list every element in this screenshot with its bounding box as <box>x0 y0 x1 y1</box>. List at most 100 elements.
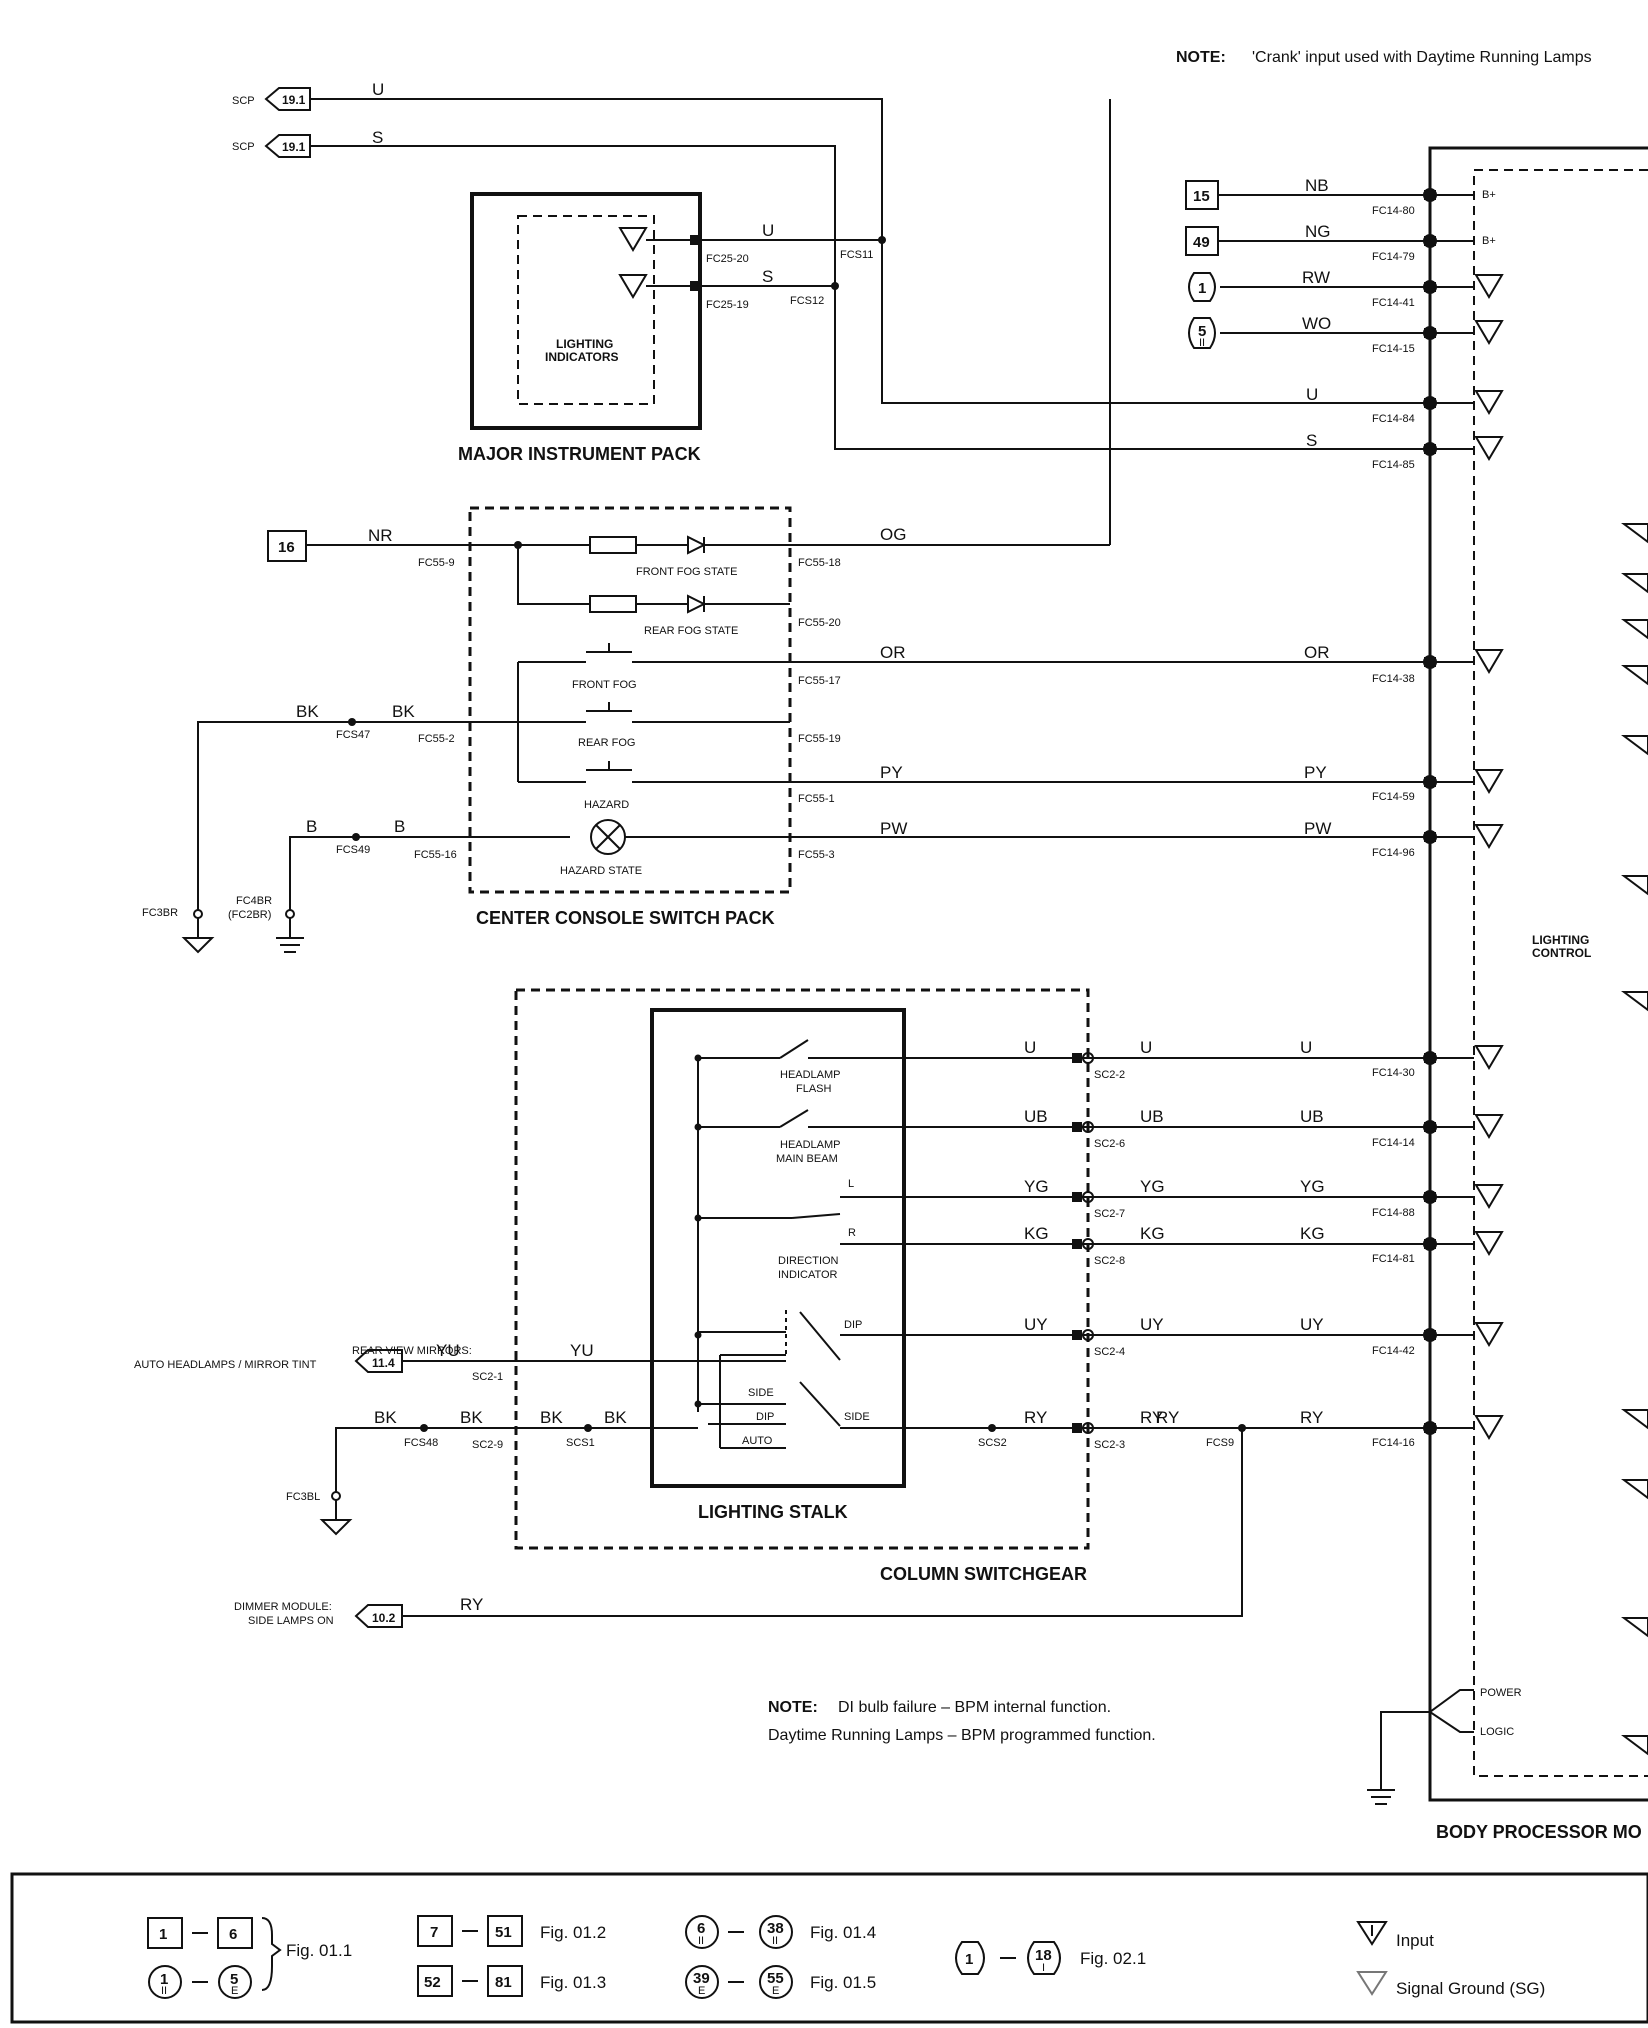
connector-sc2-6: SC2-6 <box>1094 1138 1125 1150</box>
rear-fog-state-wire-a <box>517 545 590 605</box>
connector-sc2-3: SC2-3 <box>1094 1439 1125 1451</box>
connector-pin-5 <box>1072 1423 1082 1433</box>
legend-b2-sub: E <box>231 1985 238 1997</box>
connector-ring-2 <box>1082 1191 1094 1203</box>
connector-scs2: SCS2 <box>978 1437 1007 1449</box>
headlamp-main-label-2: MAIN BEAM <box>776 1153 838 1165</box>
front-fog-label: FRONT FOG <box>572 679 637 691</box>
bpm-output-icon-9 <box>1621 1617 1648 1638</box>
bpm-inner-outline <box>1473 169 1648 1777</box>
lighting-stalk-box <box>650 1008 906 1488</box>
connector-pin-fc25-20 <box>690 235 700 245</box>
connector-fc3bl: FC3BL <box>286 1491 320 1503</box>
wire-label-rw: RW <box>1302 268 1330 287</box>
connector-pin-4 <box>1072 1330 1082 1340</box>
switch-side <box>799 1381 841 1427</box>
rear-fog-state-label: REAR FOG STATE <box>644 625 738 637</box>
connector-ring-0 <box>1082 1052 1094 1064</box>
connector-fc14-15: FC14-15 <box>1372 343 1415 355</box>
bpm-input-icon-1 <box>1474 320 1504 345</box>
bpm-output-icon-4 <box>1621 735 1648 756</box>
legend-e2-sub: II <box>772 1935 778 1947</box>
legend-b1-sub: II <box>161 1985 167 1997</box>
wire-label-yg3: YG <box>1300 1177 1325 1196</box>
wire-label-pw1: PW <box>880 819 907 838</box>
wire-label-ry1: RY <box>1024 1408 1047 1427</box>
wire-label-nr: NR <box>368 526 393 545</box>
bpm-title: BODY PROCESSOR MO <box>1436 1822 1642 1842</box>
legend: 1 6 1 II 5 E Fig. 01.1 7 51 Fig. 01.2 52… <box>10 1872 1648 2024</box>
wire-label-pw2: PW <box>1304 819 1331 838</box>
legend-circle-b1 <box>148 1965 182 1999</box>
front-fog-state-label: FRONT FOG STATE <box>636 566 737 578</box>
connector-sc2-1: SC2-1 <box>472 1371 503 1383</box>
resistor-rear-fog <box>589 595 637 613</box>
bpm-input-icon-2 <box>1474 390 1504 415</box>
legend-box-d2 <box>487 1965 523 1997</box>
wire-label-og: OG <box>880 525 906 544</box>
stalk-node-4 <box>694 1400 702 1408</box>
wire-bk-ground <box>197 721 470 910</box>
wire-label-yg2: YG <box>1140 1177 1165 1196</box>
switch-direction <box>791 1213 841 1219</box>
bpm-edge-symbols <box>1621 523 1648 1756</box>
ground-point-fc3br <box>193 909 203 919</box>
column-switchgear-title: COLUMN SWITCHGEAR <box>880 1564 1087 1584</box>
bpm-pin-5 <box>1424 444 1436 454</box>
connector-fcs12: FCS12 <box>790 295 824 307</box>
scp-ref-2: 19.1 <box>282 140 306 154</box>
console-pack-title: CENTER CONSOLE SWITCH PACK <box>476 908 775 928</box>
resistor-front-fog <box>589 536 637 554</box>
wire-label-uy2: UY <box>1140 1315 1164 1334</box>
bpm-output-icon-3 <box>1621 665 1648 686</box>
wire-label-yu2: YU <box>570 1341 594 1360</box>
circle-5-sub: II <box>1199 337 1205 349</box>
legend-box-c2 <box>487 1915 523 1947</box>
legend-a2: 6 <box>229 1926 237 1943</box>
legend-e1-sub: II <box>698 1935 704 1947</box>
side-label: SIDE <box>844 1411 870 1423</box>
bpm-bplus-2: B+ <box>1482 235 1496 247</box>
connector-fc14-80: FC14-80 <box>1372 205 1415 217</box>
circle-1: 1 <box>1198 280 1206 297</box>
direction-label-2: INDICATOR <box>778 1269 838 1281</box>
column-switchgear: HEADLAMP FLASH HEADLAMP MAIN BEAM L R DI… <box>514 988 1090 1584</box>
console-pack-box <box>468 506 792 894</box>
legend-d2: 81 <box>495 1974 512 1991</box>
mirror-label-2: AUTO HEADLAMPS / MIRROR TINT <box>134 1359 317 1371</box>
wire-label-ub3: UB <box>1300 1107 1324 1126</box>
bpm-input-icon-6 <box>1474 824 1504 849</box>
connector-fc14-42: FC14-42 <box>1372 1345 1415 1357</box>
bpm-output-icon-1 <box>1621 573 1648 594</box>
legend-circle-f1 <box>685 1965 719 1999</box>
legend-fig-015: Fig. 01.5 <box>810 1973 876 1992</box>
wire-label-ub2: UB <box>1140 1107 1164 1126</box>
connector-fcs48: FCS48 <box>404 1437 438 1449</box>
bpm-pin-2 <box>1424 282 1436 292</box>
connector-fc14-81: FC14-81 <box>1372 1253 1415 1265</box>
connector-sc2-9: SC2-9 <box>472 1439 503 1451</box>
wire-ry-dimmer <box>402 1428 1243 1617</box>
signal-ground-legend-icon <box>1356 1971 1388 1996</box>
legend-g2-sub: I <box>1042 1962 1045 1974</box>
legend-fig-013: Fig. 01.3 <box>540 1973 606 1992</box>
side-pos-label: SIDE <box>748 1387 774 1399</box>
connector-fc2br: (FC2BR) <box>228 909 271 921</box>
connector-fc55-9: FC55-9 <box>418 557 455 569</box>
legend-fig-011: Fig. 01.1 <box>286 1941 352 1960</box>
legend-g2: 18 <box>1035 1947 1052 1964</box>
bpm-pin-4 <box>1424 398 1436 408</box>
legend-box <box>10 1872 1648 2024</box>
connector-fc14-41: FC14-41 <box>1372 297 1415 309</box>
auto-pos-label: AUTO <box>742 1435 773 1447</box>
bpm-output-icon-7 <box>1621 1409 1648 1430</box>
circle-5: 5 <box>1198 323 1206 340</box>
connector-fc14-30: FC14-30 <box>1372 1067 1415 1079</box>
stalk-node-3 <box>694 1331 702 1339</box>
wire-scp-u <box>310 98 1430 404</box>
connector-fc14-85: FC14-85 <box>1372 459 1415 471</box>
scp-inputs: SCP 19.1 SCP 19.1 U S U S <box>232 80 1430 450</box>
wire-label-su3: U <box>1300 1038 1312 1057</box>
connector-fc55-18: FC55-18 <box>798 557 841 569</box>
bpm-power-label: POWER <box>1480 1687 1522 1699</box>
